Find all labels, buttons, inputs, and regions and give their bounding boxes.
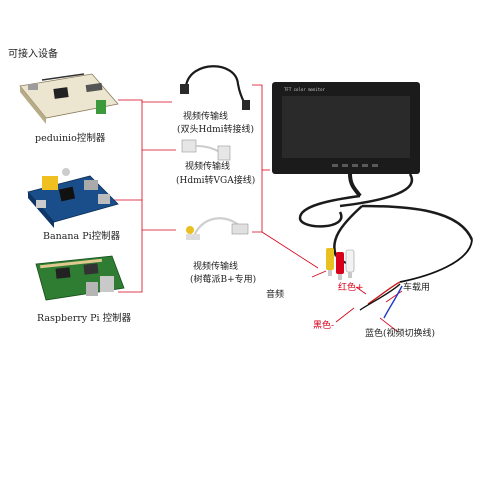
blue-wire-label: 蓝色(视频切换线) (365, 329, 436, 339)
peduino-board (19, 73, 119, 124)
hdmi-cable-label: 视频传输线 (183, 112, 229, 122)
black-wire-pointer (335, 307, 355, 323)
device-bracket (118, 99, 143, 293)
connector-lines (112, 84, 403, 333)
red-wire-label: 红色+ (338, 283, 364, 293)
monitor-brand: TFT color monitor (284, 87, 325, 92)
banana-pi-label: Banana Pi控制器 (43, 231, 121, 242)
rca-cable-label: 视频传输线 (193, 262, 239, 272)
car-use-label: 车载用 (403, 283, 431, 293)
raspberry-pi-board (35, 255, 125, 301)
vga-cable-image (181, 139, 231, 161)
rca-plugs-image (326, 248, 355, 280)
blue-wire-pointer (379, 317, 399, 333)
rca-cable-note: (树莓派B+专用) (190, 275, 257, 285)
monitor-image (272, 82, 420, 198)
audio-label: 音频 (266, 290, 285, 300)
vga-cable-note: (Hdmi转VGA接线) (176, 176, 256, 186)
raspberry-pi-label: Raspberry Pi 控制器 (37, 313, 132, 324)
hdmi-cable-image (180, 65, 250, 110)
hdmi-cable-note: (双头Hdmi转接线) (177, 125, 255, 135)
audio-pointer (311, 270, 327, 278)
rca-cable-image (186, 217, 249, 240)
peduino-label: peduinio控制器 (35, 133, 106, 144)
diagram-title: 可接入设备 (8, 49, 58, 60)
cable-bracket (252, 84, 263, 233)
black-wire-label: 黑色- (313, 321, 335, 331)
red-wire-pointer (355, 286, 367, 295)
vga-cable-label: 视频传输线 (185, 162, 231, 172)
car-pointer (385, 290, 403, 303)
banana-pi-board (27, 168, 119, 228)
rca-to-plug-link (261, 231, 319, 269)
wiring-harness-image (298, 173, 474, 319)
